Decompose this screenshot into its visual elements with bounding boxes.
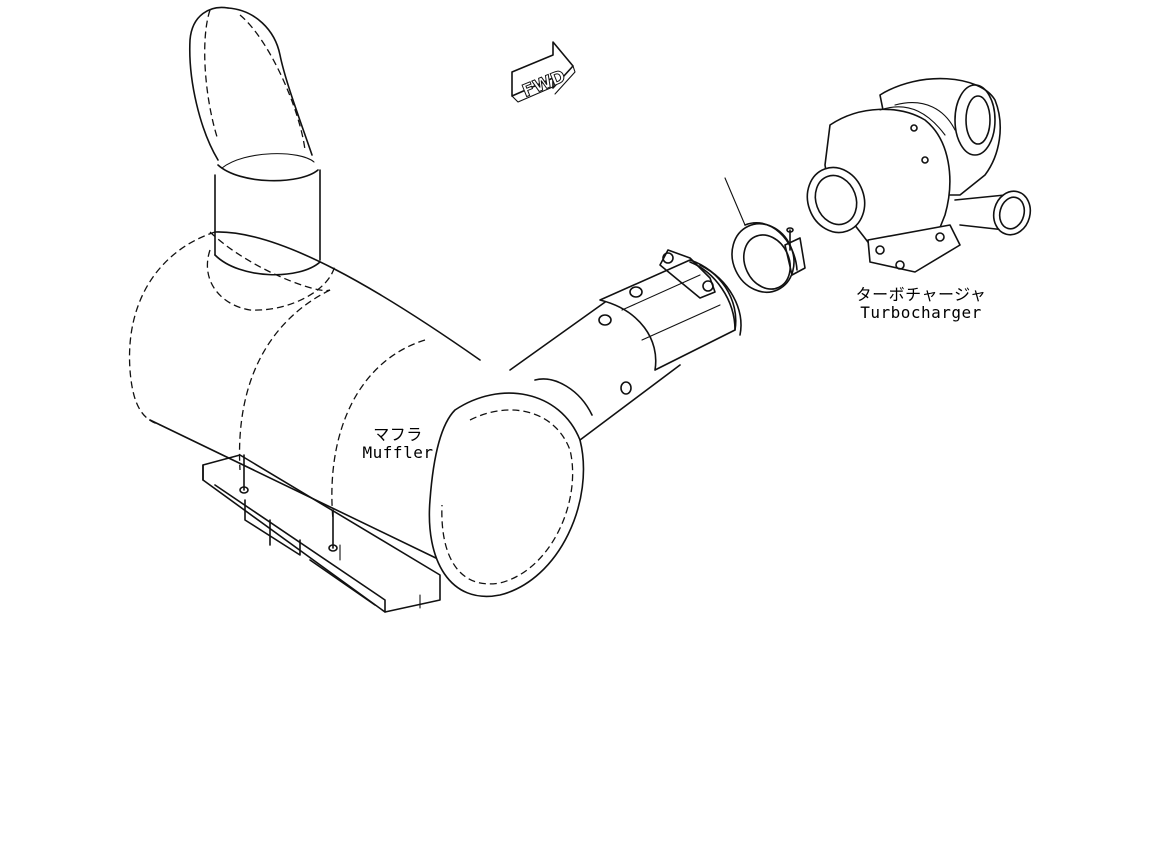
turbocharger-label-en: Turbocharger [860, 303, 982, 322]
muffler-body [128, 231, 585, 598]
forward-arrow-icon [511, 41, 574, 97]
turbocharger [806, 77, 1032, 273]
muffler-assembly [128, 6, 742, 613]
muffler-tail-pipe [188, 6, 336, 311]
v-band-clamp [724, 177, 806, 293]
fwd-direction-marker: FWD [511, 41, 576, 103]
muffler-inlet-pipe [509, 249, 742, 441]
muffler-mounting-bracket [202, 454, 441, 613]
muffler-label-jp: マフラ [373, 425, 423, 444]
turbocharger-label-jp: ターボチャージャ [856, 285, 987, 304]
muffler-label-en: Muffler [363, 443, 434, 462]
